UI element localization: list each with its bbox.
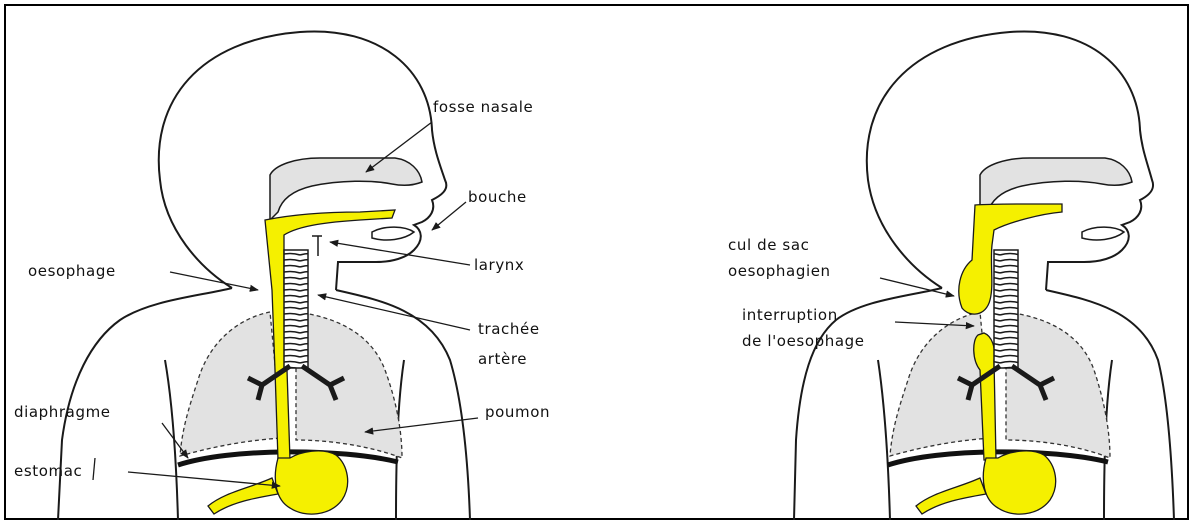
label-interruption-line1: interruption	[742, 306, 838, 325]
left-tongue	[372, 227, 414, 240]
label-cul-de-sac-line2: oesophagien	[728, 262, 831, 281]
right-tongue	[1082, 227, 1124, 240]
left-stomach	[208, 451, 348, 514]
label-trachee-line2: artère	[478, 350, 527, 369]
left-figure	[58, 31, 478, 520]
label-cul-de-sac-line1: cul de sac	[728, 236, 809, 255]
label-oesophage: oesophage	[28, 262, 116, 281]
left-trachea	[284, 250, 308, 368]
left-arm-left	[165, 360, 178, 520]
left-nasal-cavity	[270, 158, 422, 220]
label-poumon: poumon	[485, 403, 550, 422]
label-fosse-nasale: fosse nasale	[433, 98, 533, 117]
left-epiglottis	[312, 236, 322, 256]
right-figure	[794, 31, 1174, 520]
label-diaphragme: diaphragme	[14, 403, 111, 422]
label-trachee-line1: trachée	[478, 320, 540, 339]
right-arm-left	[878, 360, 890, 520]
right-lung-right	[1006, 312, 1110, 458]
right-stomach	[916, 451, 1056, 514]
right-trachea	[994, 250, 1018, 368]
label-interruption-line2: de l'oesophage	[742, 332, 865, 351]
label-bouche: bouche	[468, 188, 527, 207]
label-larynx: larynx	[474, 256, 524, 275]
label-estomac: estomac	[14, 462, 82, 481]
left-lung-right	[296, 312, 402, 458]
